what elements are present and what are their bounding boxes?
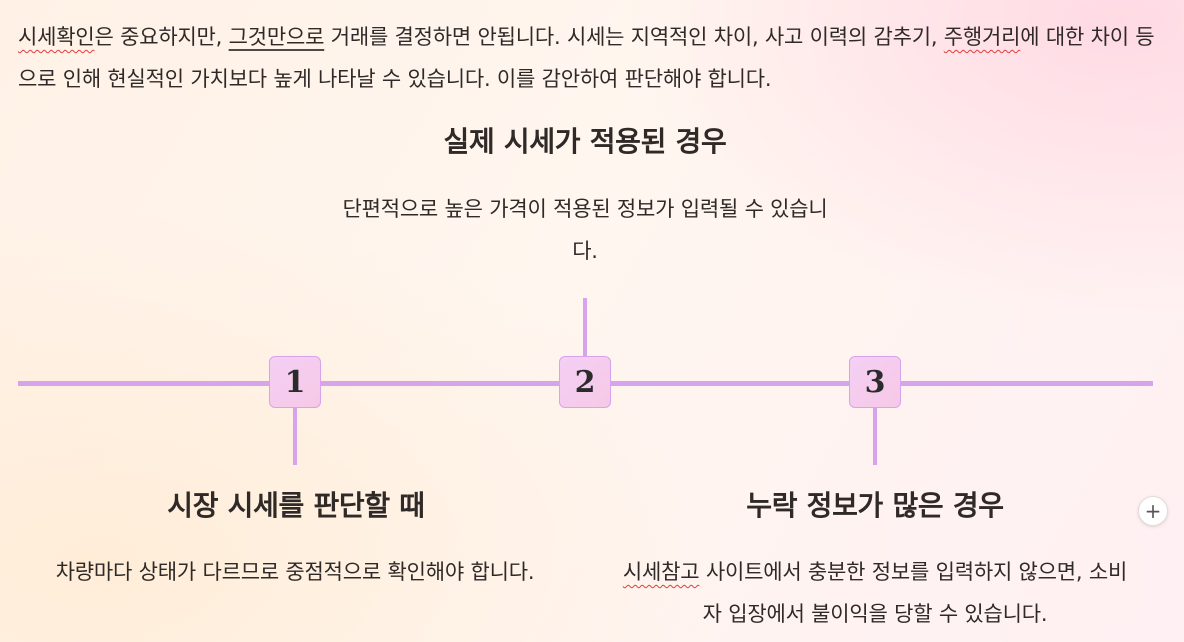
timeline-top-title: 실제 시세가 적용된 경우	[443, 125, 727, 158]
timeline-connector-1	[293, 405, 297, 465]
timeline-right-title: 누락 정보가 많은 경우	[746, 489, 1004, 522]
timeline-marker-2: 2	[559, 356, 611, 408]
timeline-connector-3	[873, 405, 877, 465]
timeline-right-description: 시세참고 사이트에서 충분한 정보를 입력하지 않으면, 소비자 입장에서 불이…	[615, 551, 1135, 635]
timeline-right-description-part2: 사이트에서 충분한 정보를 입력하지 않으면, 소비자 입장에서 불이익을 당할…	[699, 560, 1128, 626]
timeline-left-description: 차량마다 상태가 다르므로 중점적으로 확인해야 합니다.	[55, 560, 535, 584]
intro-text-part1: 시세확인	[18, 25, 95, 49]
plus-icon: +	[1144, 499, 1162, 523]
timeline-marker-1: 1	[269, 356, 321, 408]
timeline-right-description-part1: 시세참고	[622, 560, 700, 584]
intro-text-part4: 거래를 결정하면 안됩니다. 시세는 지역적인 차이, 사고 이력의 감추기,	[324, 25, 944, 49]
intro-text-part3: 그것만으로	[228, 25, 325, 49]
add-block-button[interactable]: +	[1138, 496, 1168, 526]
timeline-top-description: 단편적으로 높은 가격이 적용된 정보가 입력될 수 있습니다.	[342, 197, 828, 263]
intro-paragraph: 시세확인은 중요하지만, 그것만으로 거래를 결정하면 안됩니다. 시세는 지역…	[18, 16, 1168, 100]
intro-text-part6: 에 대한 차이 등으로 인해 현실적인 가치보다 높게 나타날 수 있습니다. …	[18, 25, 1155, 91]
intro-text-part2: 은 중요하지만,	[94, 25, 229, 49]
timeline-marker-3: 3	[849, 356, 901, 408]
timeline-connector-2	[583, 298, 587, 358]
intro-text-part5: 주행거리	[943, 25, 1021, 49]
timeline-left-title: 시장 시세를 판단할 때	[167, 489, 425, 522]
